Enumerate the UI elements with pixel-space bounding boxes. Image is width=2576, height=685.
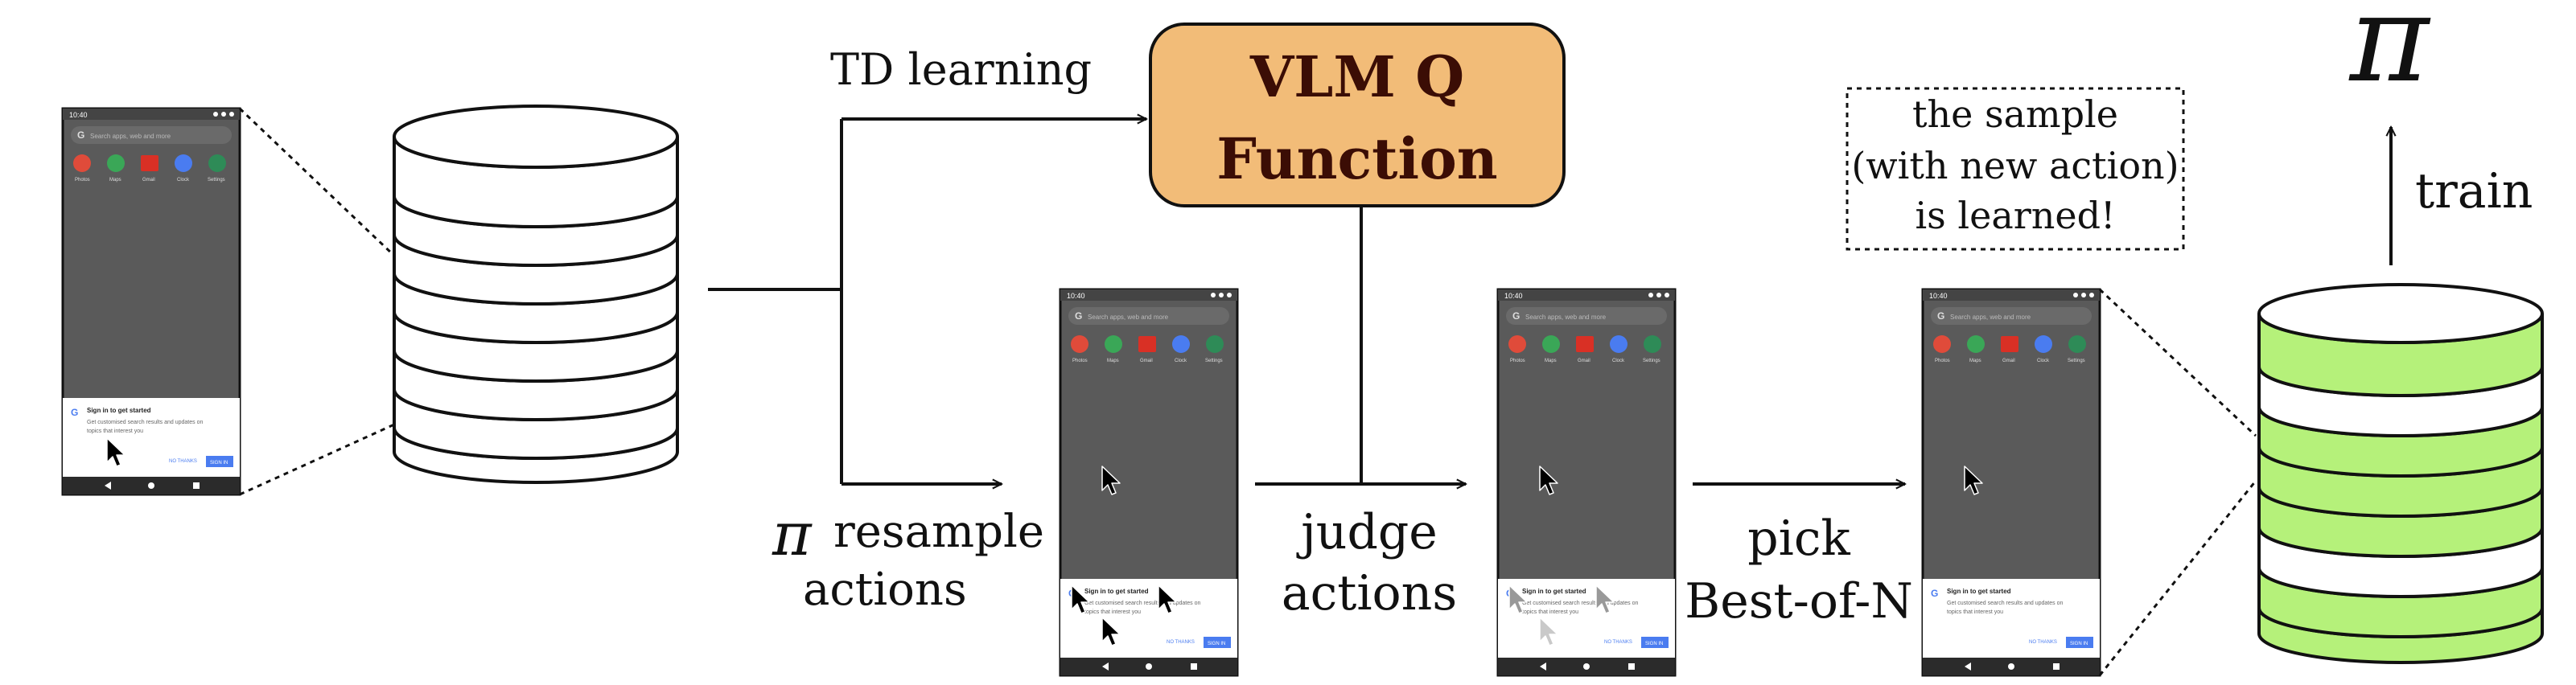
zoom-dashed-line-bottom [239, 423, 395, 496]
branch-connector [708, 119, 1146, 484]
policy-pi-symbol: π [2348, 0, 2431, 109]
judge-label-line2: actions [1282, 565, 1457, 621]
zoom-dashed-line-bottom-right [2098, 480, 2257, 676]
judged-actions-phone [1496, 288, 1677, 677]
relabeled-dataset-cylinder [2257, 283, 2544, 664]
note-line3: is learned! [1915, 194, 2115, 237]
offline-dataset-cylinder [393, 105, 679, 484]
td-learning-label: TD learning [830, 44, 1092, 95]
resampled-actions-phone [1059, 288, 1239, 677]
pi-symbol: π [772, 500, 813, 569]
train-label: train [2415, 163, 2533, 219]
zoom-dashed-line-top [238, 107, 396, 257]
q-function-title-line2: Function [1216, 125, 1497, 192]
zoom-dashed-line-top-right [2098, 288, 2257, 437]
vlm-q-function-box: VLM Q Function [1149, 23, 1566, 207]
source-phone-screenshot [61, 107, 241, 496]
note-box: the sample (with new action) is learned! [1846, 87, 2185, 251]
pick-label-line1: pick [1747, 511, 1850, 567]
pick-label-line2: Best-of-N [1685, 573, 1913, 630]
q-function-title-line1: VLM Q [1249, 43, 1464, 110]
best-action-phone [1921, 288, 2101, 677]
resample-label-line2: actions [803, 564, 967, 616]
judge-label-line1: judge [1296, 504, 1438, 560]
resample-label-line1: resample [833, 506, 1044, 558]
note-line1: the sample [1912, 92, 2118, 136]
note-line2: (with new action) [1851, 144, 2179, 187]
